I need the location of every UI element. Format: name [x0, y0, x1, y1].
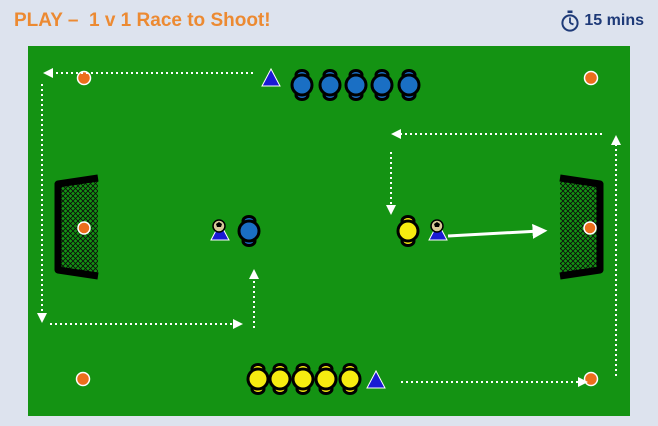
- goal-right: [559, 174, 604, 280]
- yellow-queue: [246, 363, 362, 395]
- duration-text: 15 mins: [584, 12, 644, 29]
- yellow-active-player: [396, 215, 448, 247]
- cone-bottom-left: [75, 371, 91, 387]
- shot-arrow: [447, 223, 548, 239]
- page-title: PLAY – 1 v 1 Race to Shoot!: [14, 10, 271, 31]
- duration-label: 15 mins: [560, 10, 644, 32]
- pitch: [28, 46, 630, 416]
- cone-top-left: [76, 70, 92, 86]
- stopwatch-icon: [561, 10, 580, 32]
- goal-left: [54, 174, 99, 280]
- cone-bottom-right: [583, 371, 599, 387]
- blue-queue: [290, 69, 421, 101]
- run-path-blue: [37, 68, 259, 329]
- run-path-yellow: [386, 129, 621, 387]
- blue-active-player: [210, 215, 261, 247]
- marker-top: [261, 67, 281, 87]
- cone-top-right: [583, 70, 599, 86]
- marker-bottom: [366, 369, 386, 389]
- drill-diagram: [37, 67, 621, 395]
